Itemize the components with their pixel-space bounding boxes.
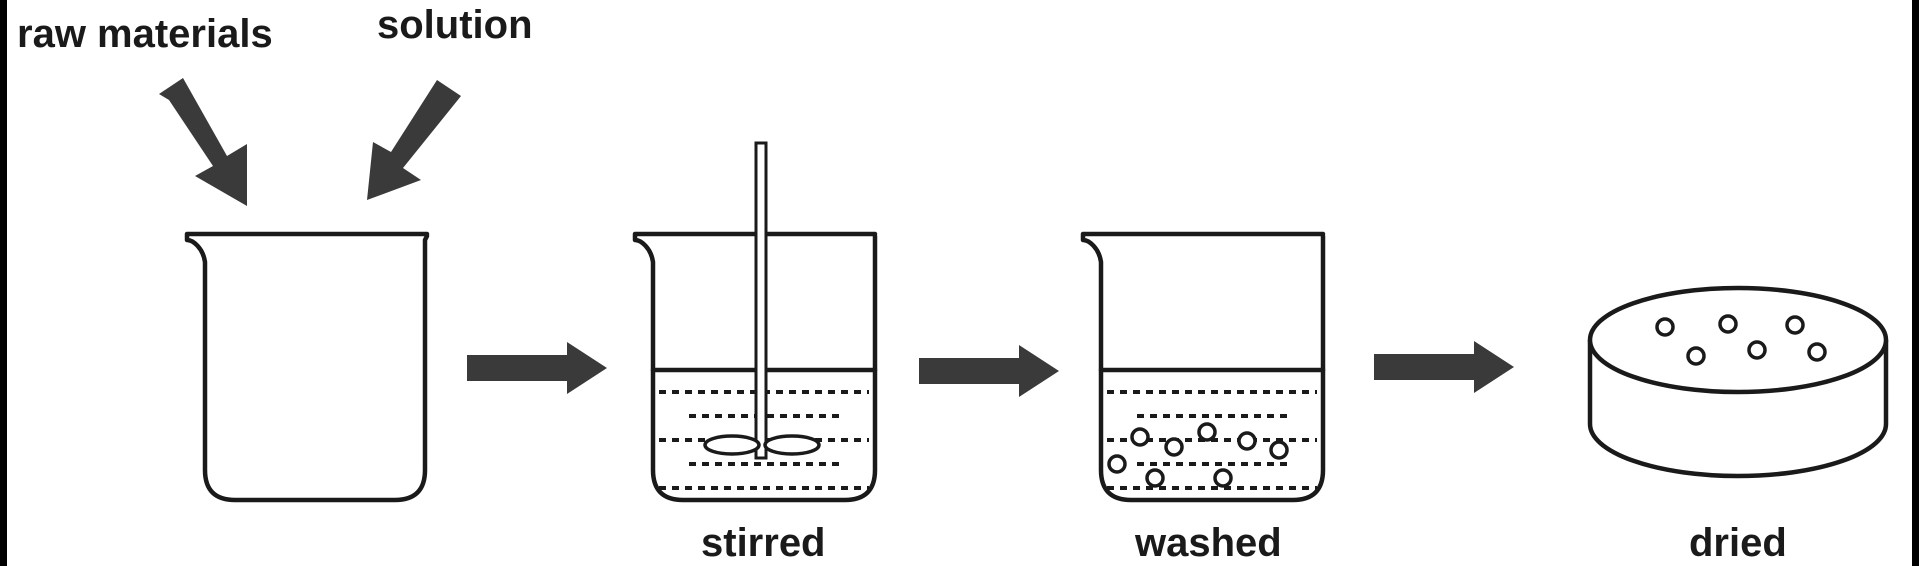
label-raw-materials: raw materials (17, 12, 273, 56)
stirred-beaker (632, 141, 878, 503)
label-solution: solution (377, 3, 533, 47)
arrow-raw-materials (159, 78, 247, 206)
process-arrow-3 (1374, 341, 1514, 393)
label-washed: washed (1134, 521, 1282, 565)
dried-particles (1655, 314, 1827, 366)
label-dried: dried (1689, 521, 1787, 565)
stirrer-blades (703, 434, 821, 456)
stirrer-rod (754, 141, 768, 460)
process-diagram: raw materials solution (17, 3, 1889, 565)
process-arrow-1 (467, 342, 607, 394)
empty-beaker (184, 231, 430, 503)
washed-particles (1107, 422, 1289, 488)
dried-dish (1587, 285, 1889, 479)
process-arrow-2 (919, 345, 1059, 397)
washed-beaker (1080, 231, 1326, 503)
arrow-solution (367, 80, 461, 200)
label-stirred: stirred (701, 521, 826, 565)
